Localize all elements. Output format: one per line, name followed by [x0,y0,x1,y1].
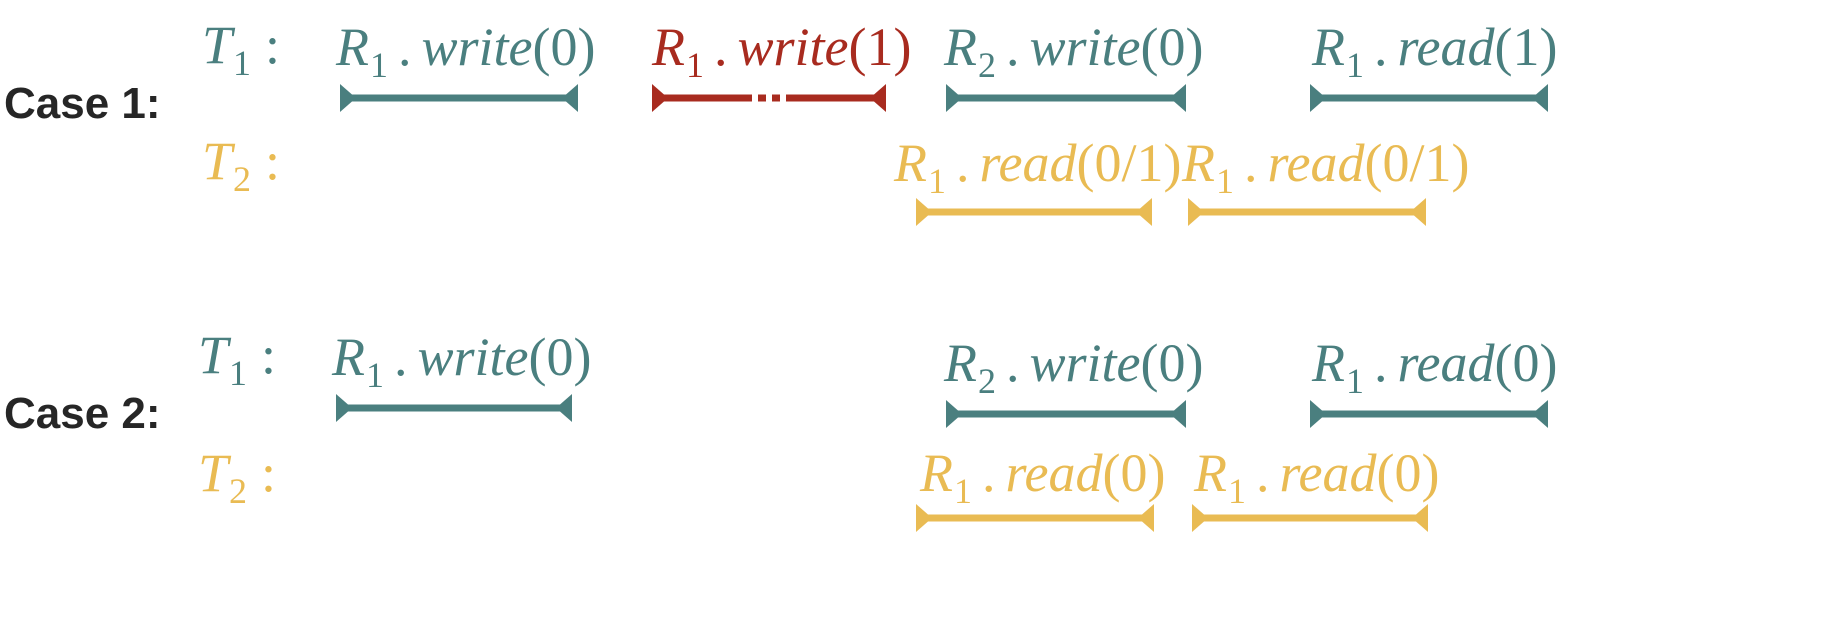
case-1-label: Case 1: [4,79,161,128]
case-1-op-5-label: R1.read(0/1) [894,133,1182,201]
case-2-op-3-interval [1310,400,1548,428]
case-1-op-2-interval [652,84,886,112]
case-2-op-1-interval [336,394,572,422]
case-1-op-5-interval [916,198,1152,226]
case-2-op-3-label: R1.read(0) [1312,333,1558,401]
case-2-op-5-label: R1.read(0) [1194,443,1440,511]
case-1-op-4-label: R1.read(1) [1312,17,1558,85]
case-2-thread-2-label: T2: [198,443,277,511]
case-2-op-4-interval [916,504,1154,532]
case-2-op-2-interval [946,400,1186,428]
case-1-op-1-label: R1.write(0) [336,17,596,85]
case-2-op-5-interval [1192,504,1428,532]
case-1-thread-1-label: T1: [202,15,281,83]
case-1-thread-2-label: T2: [202,131,281,199]
case-1-op-3-interval [946,84,1186,112]
case-1-op-4-interval [1310,84,1548,112]
case-2-op-2-label: R2.write(0) [944,333,1204,401]
case-2-thread-1-label: T1: [198,325,277,393]
case-1-op-6-label: R1.read(0/1) [1182,133,1470,201]
case-1-op-1-interval [340,84,578,112]
case-1-op-2-label: R1.write(1) [652,17,912,85]
case-2-op-4-label: R1.read(0) [920,443,1166,511]
case-1-op-3-label: R2.write(0) [944,17,1204,85]
case-2-op-1-label: R1.write(0) [332,327,592,395]
case-1-op-6-interval [1188,198,1426,226]
case-2-label: Case 2: [4,389,161,438]
